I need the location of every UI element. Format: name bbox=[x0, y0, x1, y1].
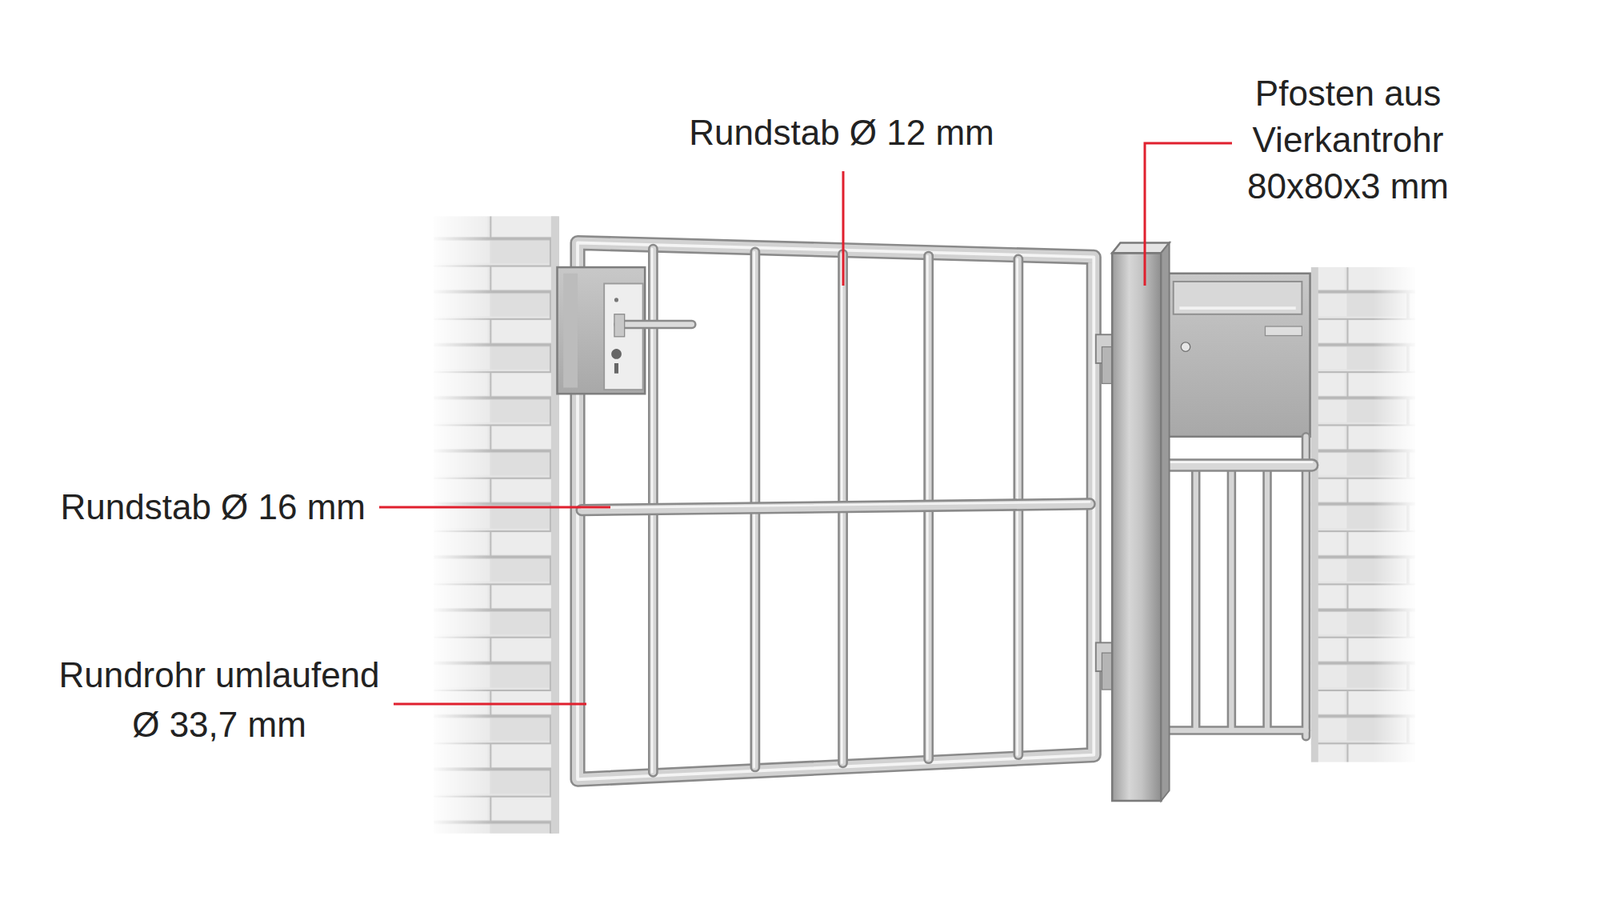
leader-line bbox=[379, 506, 611, 509]
leader-line bbox=[842, 171, 845, 286]
dimension-label: Rundstab Ø 12 mm bbox=[673, 109, 1010, 156]
dimension-label: Pfosten aus Vierkantrohr 80x80x3 mm bbox=[1240, 70, 1456, 210]
dimension-label: Rundstab Ø 16 mm bbox=[45, 484, 366, 531]
leader-line bbox=[393, 703, 587, 706]
leader-line bbox=[1144, 143, 1232, 286]
dimension-label: Rundrohr umlaufend Ø 33,7 mm bbox=[43, 650, 396, 750]
